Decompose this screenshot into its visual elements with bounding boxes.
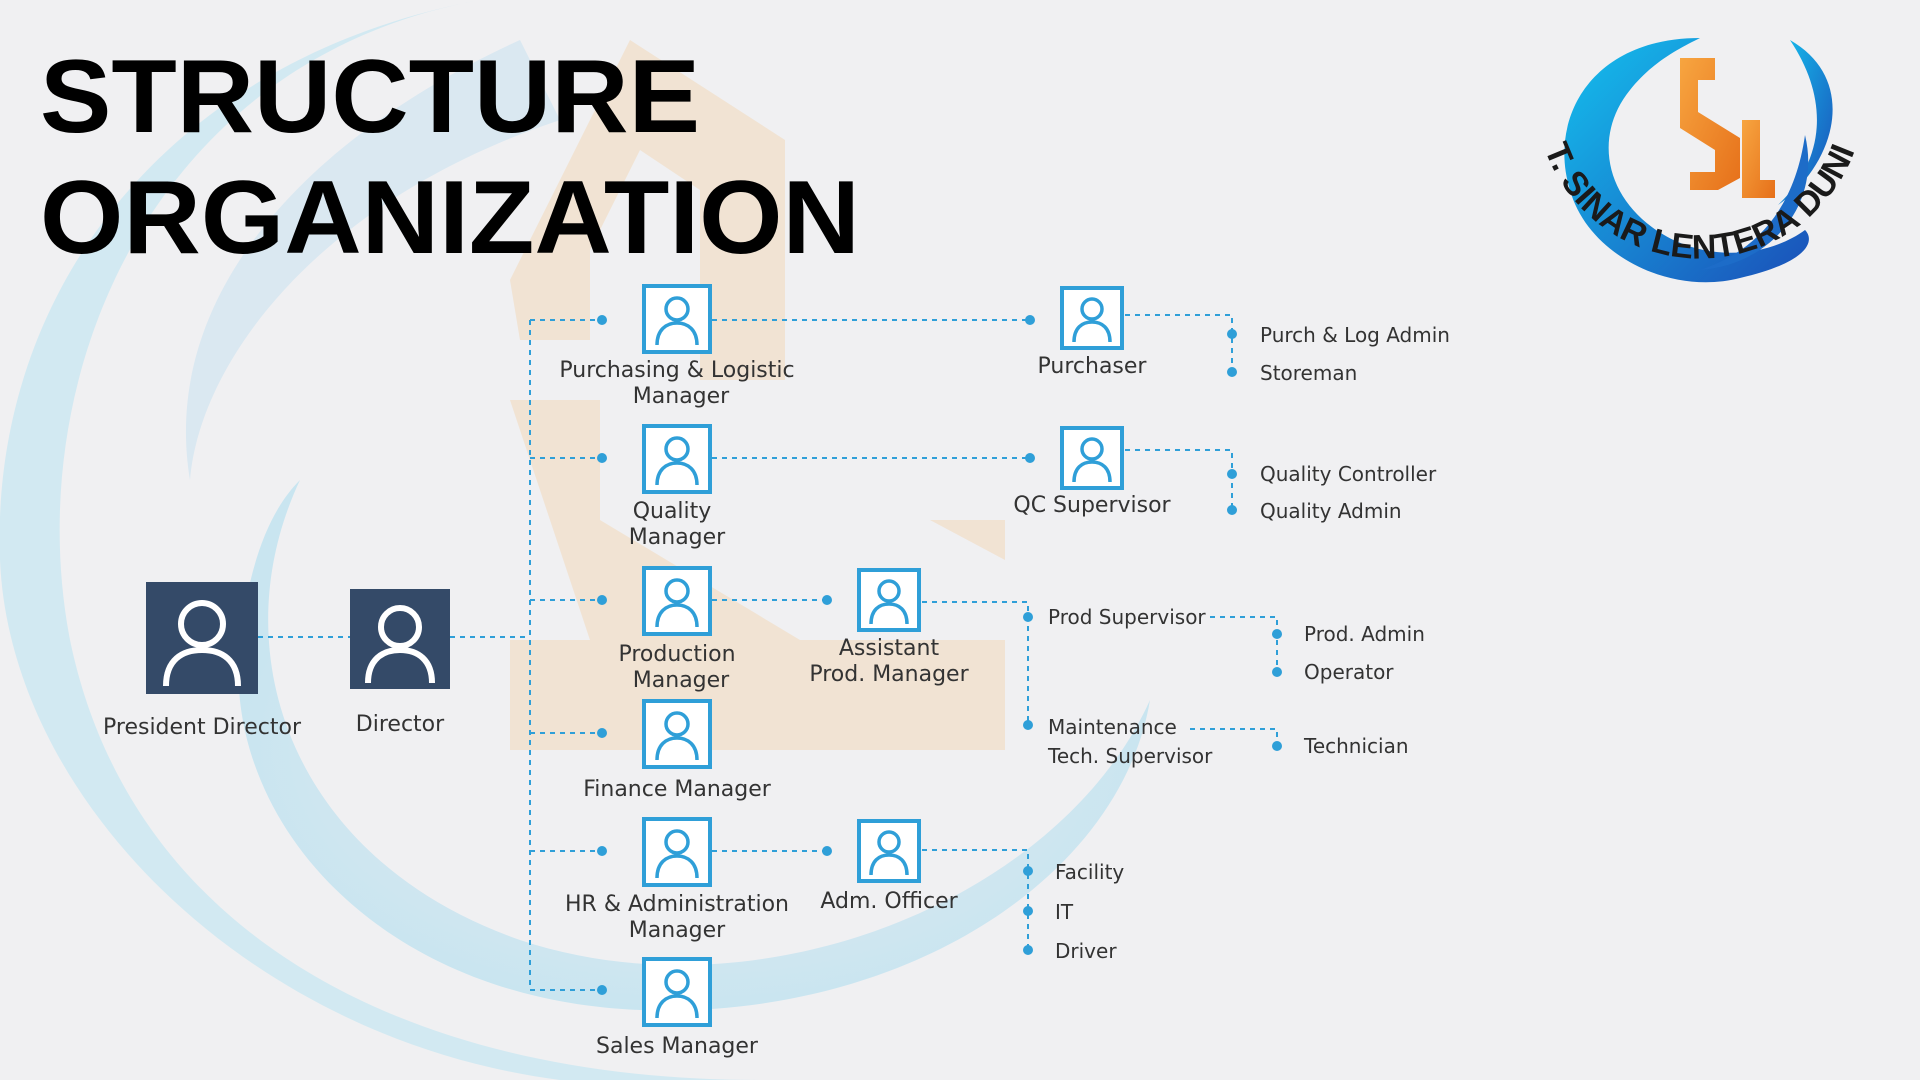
- connector-dots: [597, 315, 1282, 995]
- node-label-line-1: Production: [618, 642, 735, 667]
- leaf-technician: Technician: [1303, 734, 1409, 758]
- node-label-line-2: Manager: [633, 384, 730, 409]
- person-icon: [869, 830, 909, 876]
- node-label: Director: [356, 712, 445, 737]
- node-director: Director: [350, 589, 450, 737]
- node-label-line-2: Manager: [633, 668, 730, 693]
- node-adm-officer: Adm. Officer: [820, 819, 959, 914]
- leaf-driver: Driver: [1055, 939, 1117, 963]
- node-label-line-1: HR & Administration: [565, 892, 789, 917]
- person-icon: [655, 969, 699, 1019]
- node-president-director: President Director: [103, 582, 302, 740]
- person-icon: [655, 296, 699, 346]
- node-purchasing-logistic-manager: Purchasing & Logistic Manager: [559, 284, 795, 409]
- node-finance-manager: Finance Manager: [583, 699, 772, 802]
- page-title-line-2: ORGANIZATION: [40, 160, 860, 276]
- leaf-maintenance-line-2: Tech. Supervisor: [1047, 744, 1213, 768]
- person-icon: [163, 600, 241, 687]
- node-label: Sales Manager: [596, 1034, 759, 1059]
- person-icon: [655, 711, 699, 761]
- node-label-line-2: Manager: [629, 918, 726, 943]
- page-title-line-1: STRUCTURE: [40, 39, 700, 155]
- leaf-labels: Purch & Log Admin Storeman Quality Contr…: [1047, 323, 1450, 963]
- leaf-prod-admin: Prod. Admin: [1304, 622, 1425, 646]
- person-icon: [655, 578, 699, 628]
- node-label: QC Supervisor: [1013, 493, 1171, 518]
- background-watermark: [510, 40, 1005, 750]
- leaf-storeman: Storeman: [1260, 361, 1357, 385]
- node-qc-supervisor: QC Supervisor: [1013, 426, 1172, 518]
- node-production-manager: Production Manager: [618, 566, 736, 693]
- node-quality-manager: Quality Manager: [629, 424, 726, 550]
- person-icon: [1072, 297, 1112, 343]
- node-label-line-1: Purchasing & Logistic: [559, 358, 794, 383]
- person-icon: [869, 579, 909, 625]
- person-icon: [365, 605, 435, 684]
- node-label: Purchaser: [1038, 354, 1148, 379]
- leaf-maintenance-line-1: Maintenance: [1048, 715, 1177, 739]
- connectors: [258, 314, 1278, 991]
- leaf-quality-controller: Quality Controller: [1260, 462, 1437, 486]
- node-hr-administration-manager: HR & Administration Manager: [565, 817, 789, 943]
- person-icon: [655, 829, 699, 879]
- node-label-line-1: Assistant: [839, 636, 940, 661]
- node-label-line-2: Prod. Manager: [809, 662, 969, 687]
- node-purchaser: Purchaser: [1038, 286, 1148, 379]
- leaf-operator: Operator: [1304, 660, 1394, 684]
- node-sales-manager: Sales Manager: [596, 957, 759, 1059]
- node-label: President Director: [103, 715, 302, 740]
- leaf-purch-log-admin: Purch & Log Admin: [1260, 323, 1450, 347]
- node-assistant-prod-manager: Assistant Prod. Manager: [809, 568, 970, 687]
- person-icon: [655, 436, 699, 486]
- leaf-quality-admin: Quality Admin: [1260, 499, 1402, 523]
- leaf-prod-supervisor: Prod Supervisor: [1048, 605, 1206, 629]
- node-label-line-2: Manager: [629, 525, 726, 550]
- node-label: Finance Manager: [583, 777, 772, 802]
- background-swirl: [0, 0, 1151, 1080]
- person-icon: [1072, 437, 1112, 483]
- leaf-it: IT: [1055, 900, 1074, 924]
- leaf-facility: Facility: [1055, 860, 1124, 884]
- node-label-line-1: Quality: [633, 499, 712, 524]
- node-label: Adm. Officer: [820, 889, 958, 914]
